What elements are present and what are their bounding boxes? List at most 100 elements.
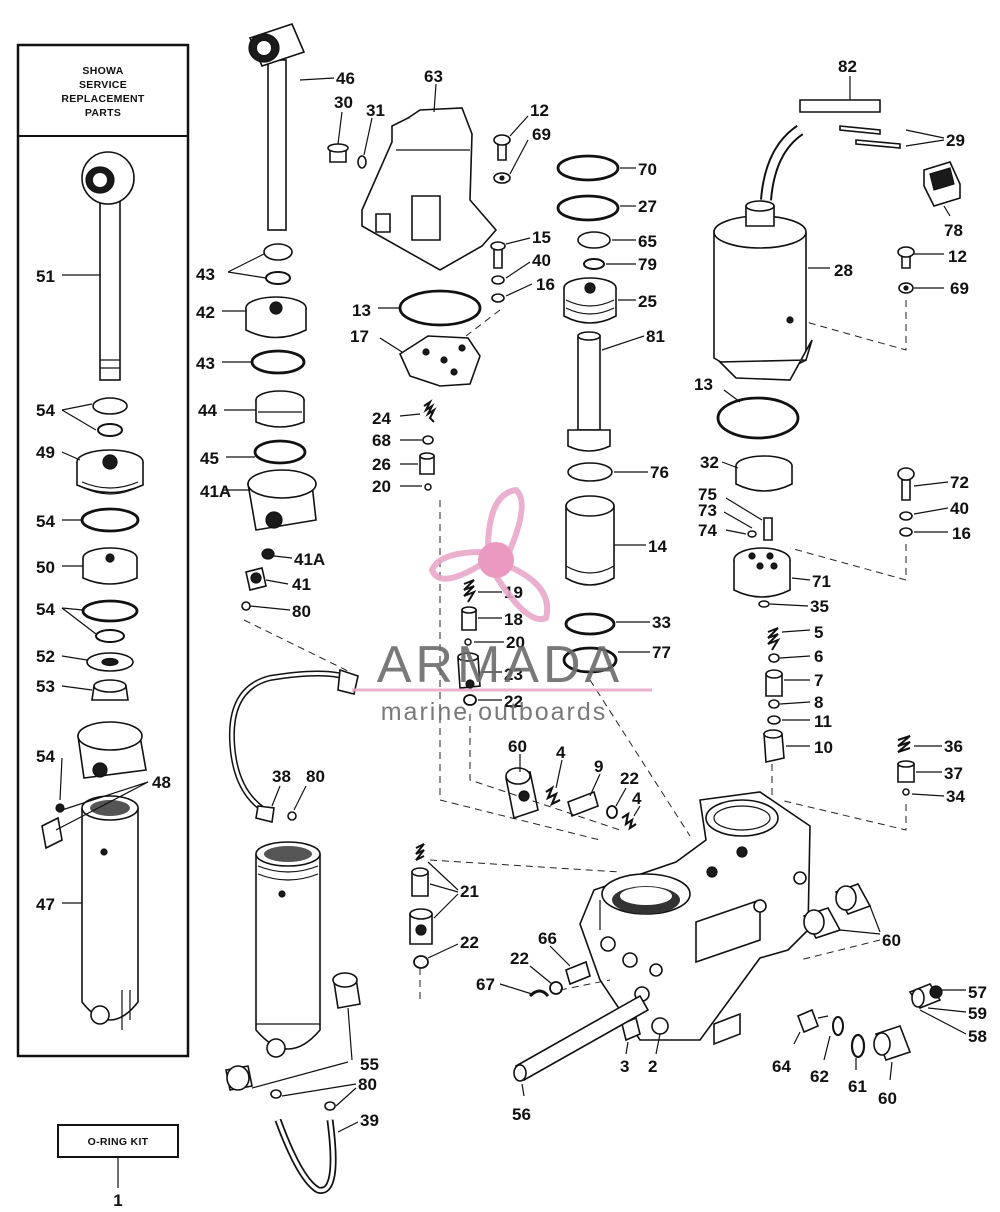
tilt-cylinder-column: 46 30 31 43 42 43 44 45 (196, 23, 385, 1194)
callout-80: 80 (358, 1075, 377, 1094)
callout-26: 26 (372, 455, 391, 474)
callout-69: 69 (532, 125, 551, 144)
callout-61: 61 (848, 1077, 867, 1096)
oring-kit-ref: 1 (113, 1191, 122, 1210)
propeller-logo-icon (428, 486, 551, 623)
piston-rod-part (81, 151, 135, 381)
callout-37: 37 (944, 764, 963, 783)
piston-part (82, 547, 138, 585)
watermark-tagline: marine outboards (381, 698, 608, 726)
pump-housing (579, 791, 811, 1046)
callout-8: 8 (814, 693, 823, 712)
callout-47: 47 (36, 895, 55, 914)
callout-36: 36 (944, 737, 963, 756)
callout-45: 45 (200, 449, 219, 468)
callout-54: 54 (36, 600, 55, 619)
callout-13: 13 (694, 375, 713, 394)
callout-13: 13 (352, 301, 371, 320)
callout-14: 14 (648, 537, 667, 556)
callout-62: 62 (810, 1067, 829, 1086)
callout-54: 54 (36, 747, 55, 766)
callout-39: 39 (360, 1111, 379, 1130)
callout-60: 60 (878, 1089, 897, 1108)
callout-12: 12 (948, 247, 967, 266)
callout-70: 70 (638, 160, 657, 179)
callout-60: 60 (882, 931, 901, 950)
callout-11: 11 (814, 712, 832, 731)
callout-55: 55 (360, 1055, 379, 1074)
callout-80: 80 (292, 602, 311, 621)
callout-44: 44 (198, 401, 217, 420)
callout-46: 46 (336, 69, 355, 88)
callout-22: 22 (510, 949, 529, 968)
callout-22: 22 (504, 692, 523, 711)
valve-row: 60 4 9 22 4 (505, 737, 642, 831)
callout-9: 9 (594, 757, 603, 776)
cylinder-head-part (41, 721, 147, 850)
callout-35: 35 (810, 597, 829, 616)
showa-line-2: SERVICE (79, 79, 127, 91)
watermark-brand: ARMADA (377, 636, 623, 694)
callout-54: 54 (36, 401, 55, 420)
callout-52: 52 (36, 647, 55, 666)
callout-41: 41A (200, 482, 231, 501)
callout-18: 18 (504, 610, 523, 629)
callout-77: 77 (652, 643, 671, 662)
callout-5: 5 (814, 623, 823, 642)
housing-left-fittings: 21 22 66 22 67 3 2 56 (409, 843, 661, 1124)
callout-31: 31 (366, 101, 385, 120)
callout-23: 23 (504, 665, 523, 684)
callout-67: 67 (476, 975, 495, 994)
assembly-dashed-lines (243, 300, 907, 1004)
callout-51: 51 (36, 267, 55, 286)
armada-watermark: ARMADA marine outboards (352, 486, 652, 726)
callout-63: 63 (424, 67, 443, 86)
callout-69: 69 (950, 279, 969, 298)
center-valve-stack: 70 27 65 79 25 81 76 14 (457, 154, 671, 711)
callout-22: 22 (460, 933, 479, 952)
callout-71: 71 (812, 572, 831, 591)
callout-4: 4 (556, 743, 566, 762)
housing-right-fittings: 60 57 59 58 64 62 61 60 (772, 883, 987, 1108)
oring-kit-box: O-RING KIT 1 (57, 1124, 179, 1210)
callout-73: 73 (698, 501, 717, 520)
callout-60: 60 (508, 737, 527, 756)
callout-29: 29 (946, 131, 965, 150)
motor-group: 82 29 78 28 12 69 13 (694, 57, 971, 806)
showa-line-1: SHOWA (82, 65, 123, 77)
callout-12: 12 (530, 101, 549, 120)
callout-48: 48 (152, 773, 171, 792)
callout-3: 3 (620, 1057, 629, 1076)
callout-38: 38 (272, 767, 291, 786)
showa-line-4: PARTS (85, 107, 121, 119)
callout-64: 64 (772, 1057, 791, 1076)
callout-59: 59 (968, 1004, 987, 1023)
callout-7: 7 (814, 671, 823, 690)
callout-21: 21 (460, 882, 479, 901)
callout-15: 15 (532, 228, 551, 247)
callout-10: 10 (814, 738, 833, 757)
callout-75: 75 (698, 485, 717, 504)
callout-28: 28 (834, 261, 853, 280)
callout-53: 53 (36, 677, 55, 696)
callout-49: 49 (36, 443, 55, 462)
callout-20: 20 (372, 477, 391, 496)
callout-27: 27 (638, 197, 657, 216)
callout-17: 17 (350, 327, 369, 346)
showa-parts-panel: SHOWA SERVICE REPLACEMENT PARTS (16, 43, 190, 1058)
callout-79: 79 (638, 255, 657, 274)
callout-50: 50 (36, 558, 55, 577)
cylinder-cap-part (76, 449, 144, 495)
callout-80: 80 (306, 767, 325, 786)
callout-41: 41 (292, 575, 311, 594)
callout-22: 22 (620, 769, 639, 788)
callout-41a: 41A (294, 550, 325, 569)
callout-65: 65 (638, 232, 657, 251)
callout-56: 56 (512, 1105, 531, 1124)
showa-line-3: REPLACEMENT (61, 93, 145, 105)
callout-40: 40 (950, 499, 969, 518)
callout-16: 16 (536, 275, 555, 294)
callout-78: 78 (944, 221, 963, 240)
callout-25: 25 (638, 292, 657, 311)
